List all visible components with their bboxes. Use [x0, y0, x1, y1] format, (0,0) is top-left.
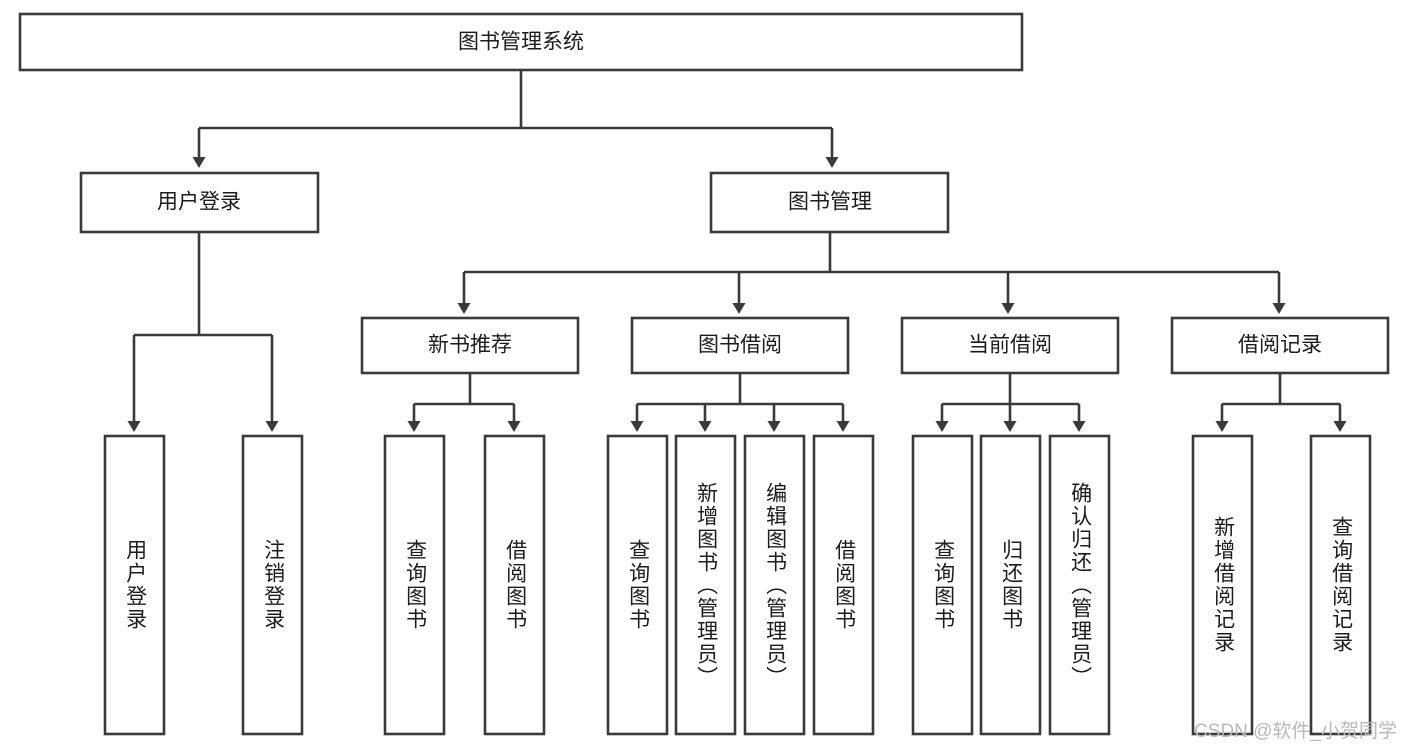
node-leaf-borrow-book-2[interactable]	[812, 434, 875, 736]
node-leaf-logout-login[interactable]	[241, 434, 304, 736]
node-leaf-query-book-2[interactable]	[606, 434, 669, 736]
node-leaf-query-book-1[interactable]	[383, 434, 446, 736]
node-borrow-record-label: 借阅记录	[1238, 334, 1322, 357]
node-book-borrow[interactable]: 图书借阅	[630, 316, 850, 375]
node-leaf-add-book[interactable]	[674, 434, 737, 736]
node-book-management[interactable]: 图书管理	[709, 171, 950, 234]
node-root[interactable]: 图书管理系统	[18, 12, 1024, 72]
connector-borrowrecord-to-leaves	[1215, 373, 1347, 432]
connector-currentborrow-to-leaves	[935, 373, 1086, 432]
node-leaf-confirm-return[interactable]	[1048, 434, 1111, 736]
connector-userlogin-to-leaves	[127, 232, 279, 432]
connector-bookmgmt-to-level3	[457, 232, 1286, 314]
connector-bookborrow-to-leaves	[630, 373, 850, 432]
node-leaf-query-record[interactable]	[1309, 434, 1372, 736]
node-new-book-recommend-label: 新书推荐	[428, 334, 512, 357]
node-root-label: 图书管理系统	[458, 31, 584, 54]
node-leaf-borrow-book-1[interactable]	[483, 434, 546, 736]
node-book-management-label: 图书管理	[788, 191, 872, 214]
node-new-book-recommend[interactable]: 新书推荐	[360, 316, 580, 375]
node-leaf-add-record[interactable]	[1191, 434, 1254, 736]
connector-root-to-level2	[192, 70, 839, 168]
node-user-login-label: 用户登录	[157, 191, 241, 214]
connector-newbook-to-leaves	[407, 373, 521, 432]
node-leaf-return-book[interactable]	[979, 434, 1042, 736]
node-leaf-edit-book[interactable]	[743, 434, 806, 736]
node-current-borrow[interactable]: 当前借阅	[900, 316, 1120, 375]
node-user-login[interactable]: 用户登录	[79, 171, 320, 234]
node-book-borrow-label: 图书借阅	[698, 334, 782, 357]
node-current-borrow-label: 当前借阅	[968, 334, 1052, 357]
node-borrow-record[interactable]: 借阅记录	[1170, 316, 1390, 375]
node-leaf-query-book-3[interactable]	[911, 434, 974, 736]
csdn-watermark: CSDN @软件_小贺同学	[1194, 721, 1397, 742]
node-leaf-user-login[interactable]	[103, 434, 166, 736]
